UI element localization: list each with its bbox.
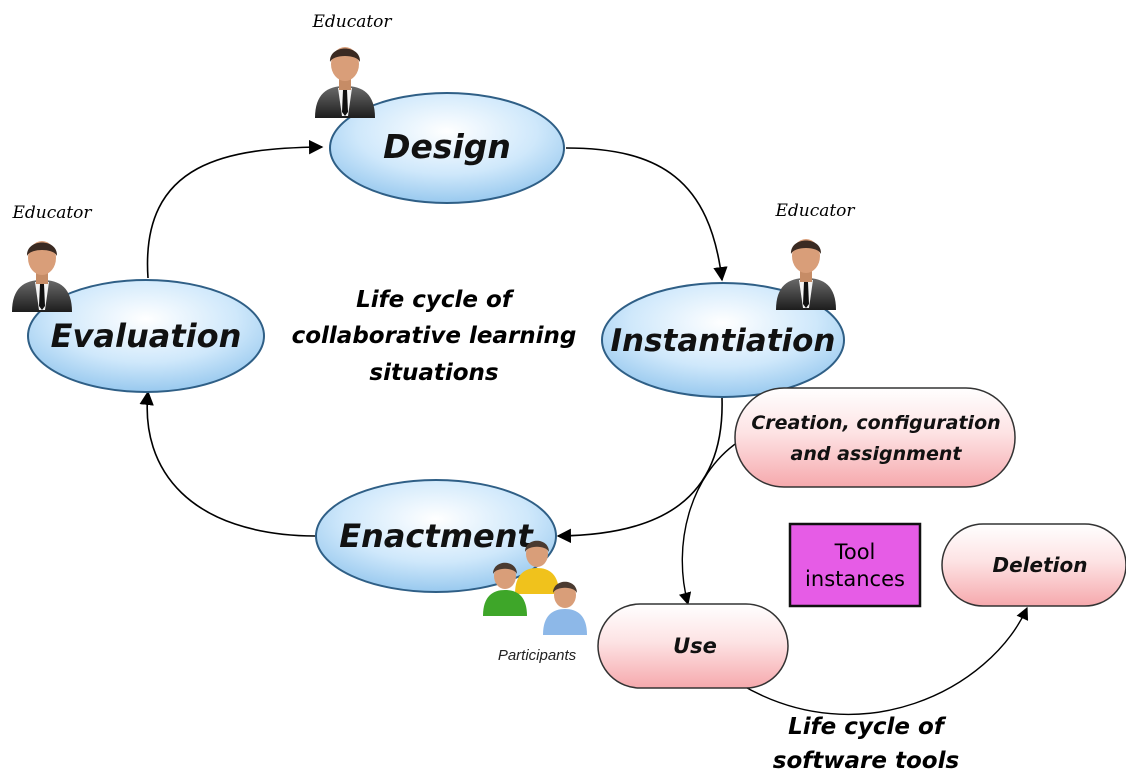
- stage-evaluation: Evaluation: [27, 279, 265, 393]
- educator-design-label: Educator: [311, 12, 392, 32]
- arrow-use-to-deletion: [739, 606, 1029, 716]
- arrow-design-to-instantiation: [565, 147, 728, 282]
- tool-cycle-caption-line-1: Life cycle of: [788, 714, 947, 740]
- educator-design: Educator: [311, 12, 392, 118]
- tool-stage-deletion-label: Deletion: [993, 553, 1088, 577]
- tool-cycle-arrows: [678, 441, 1029, 716]
- learning-cycle-caption-line-2: collaborative learning: [292, 323, 577, 349]
- educator-evaluation-icon: [12, 241, 72, 312]
- stage-design-label: Design: [383, 127, 511, 166]
- stage-enactment: Enactment: [315, 479, 557, 593]
- educator-evaluation-label: Educator: [11, 203, 92, 223]
- educator-instantiation-icon: [776, 239, 836, 310]
- tool-stage-creation-line-1: Creation, configuration: [751, 412, 1000, 434]
- participants-group: Participants: [483, 540, 587, 664]
- stage-instantiation-label: Instantiation: [610, 323, 835, 359]
- tool-stage-creation: Creation, configuration and assignment: [734, 387, 1016, 488]
- educator-instantiation: Educator: [774, 201, 855, 310]
- tool-stage-deletion: Deletion: [941, 523, 1126, 607]
- tool-stage-creation-line-2: and assignment: [791, 443, 963, 465]
- arrow-creation-to-use: [678, 441, 739, 606]
- stage-design: Design: [329, 92, 565, 204]
- stage-enactment-label: Enactment: [339, 517, 534, 555]
- educator-evaluation: Educator: [11, 203, 92, 312]
- learning-cycle-caption-line-3: situations: [369, 360, 498, 386]
- tool-cycle-caption: Life cycle of software tools: [773, 714, 959, 774]
- educator-design-icon: [315, 47, 375, 118]
- participants-label: Participants: [498, 647, 577, 664]
- stage-evaluation-label: Evaluation: [51, 317, 242, 355]
- stage-instantiation: Instantiation: [601, 282, 845, 398]
- learning-cycle-caption: Life cycle of collaborative learning sit…: [292, 287, 577, 386]
- learning-cycle-caption-line-1: Life cycle of: [356, 287, 515, 313]
- arrow-enactment-to-evaluation: [139, 390, 316, 537]
- educator-instantiation-label: Educator: [774, 201, 855, 221]
- tool-instances-line-2: instances: [805, 567, 905, 591]
- tool-stage-use-label: Use: [673, 634, 717, 658]
- arrow-instantiation-to-enactment: [556, 397, 723, 544]
- tool-stage-use: Use: [597, 603, 789, 689]
- arrow-evaluation-to-design: [146, 139, 324, 279]
- tool-cycle-caption-line-2: software tools: [773, 748, 959, 774]
- tool-instances-line-1: Tool: [834, 540, 876, 564]
- tool-instances-box: Tool instances: [788, 522, 922, 608]
- learning-cycle-arrows: [139, 139, 728, 544]
